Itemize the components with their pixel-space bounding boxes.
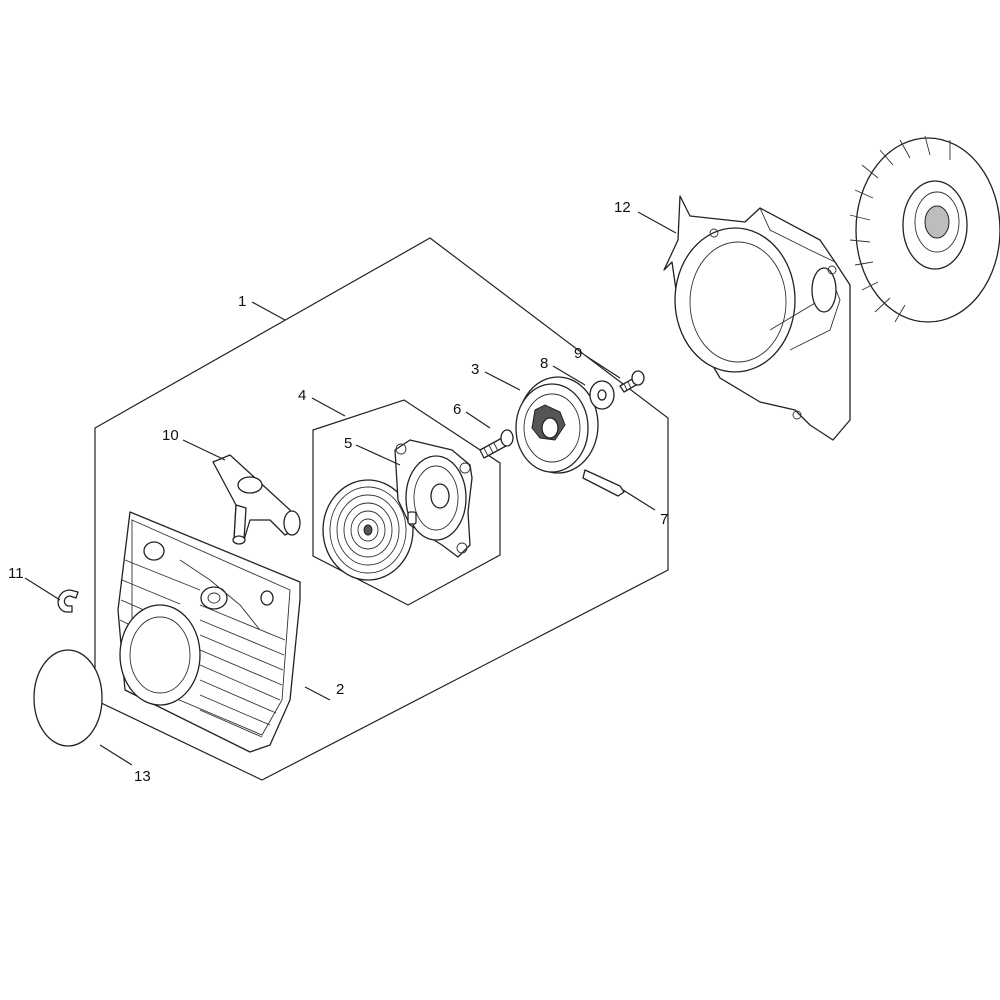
subassembly-frame: [312, 399, 501, 606]
callout-3: 3: [471, 361, 479, 378]
callout-6: 6: [453, 401, 461, 418]
spring-housing: [394, 439, 473, 558]
callout-11: 11: [8, 565, 24, 582]
rope-handle: [212, 454, 301, 545]
starter-rope: [582, 469, 625, 497]
washer: [589, 380, 615, 410]
callout-4: 4: [298, 387, 306, 404]
callout-12: 12: [614, 199, 631, 216]
callout-8: 8: [540, 355, 548, 372]
callout-9: 9: [574, 345, 582, 362]
callout-5: 5: [344, 435, 352, 452]
rope-rotor: [515, 376, 599, 474]
fan-housing: [663, 195, 851, 441]
decal-disc: [33, 649, 103, 747]
rewind-spring: [322, 479, 414, 581]
callout-10: 10: [162, 427, 179, 444]
callout-13: 13: [134, 768, 151, 785]
callout-labels: 1 2 3 4 5 6 7 8 9 10 11 12 13: [8, 199, 668, 785]
callout-7: 7: [660, 511, 668, 528]
callout-2: 2: [336, 681, 344, 698]
callout-1: 1: [238, 293, 246, 310]
screw-9: [619, 370, 645, 393]
leader-lines: [24, 211, 677, 766]
starter-cover: [117, 511, 301, 753]
flywheel: [849, 135, 1000, 323]
clip: [57, 589, 79, 613]
screw-6: [479, 429, 514, 459]
